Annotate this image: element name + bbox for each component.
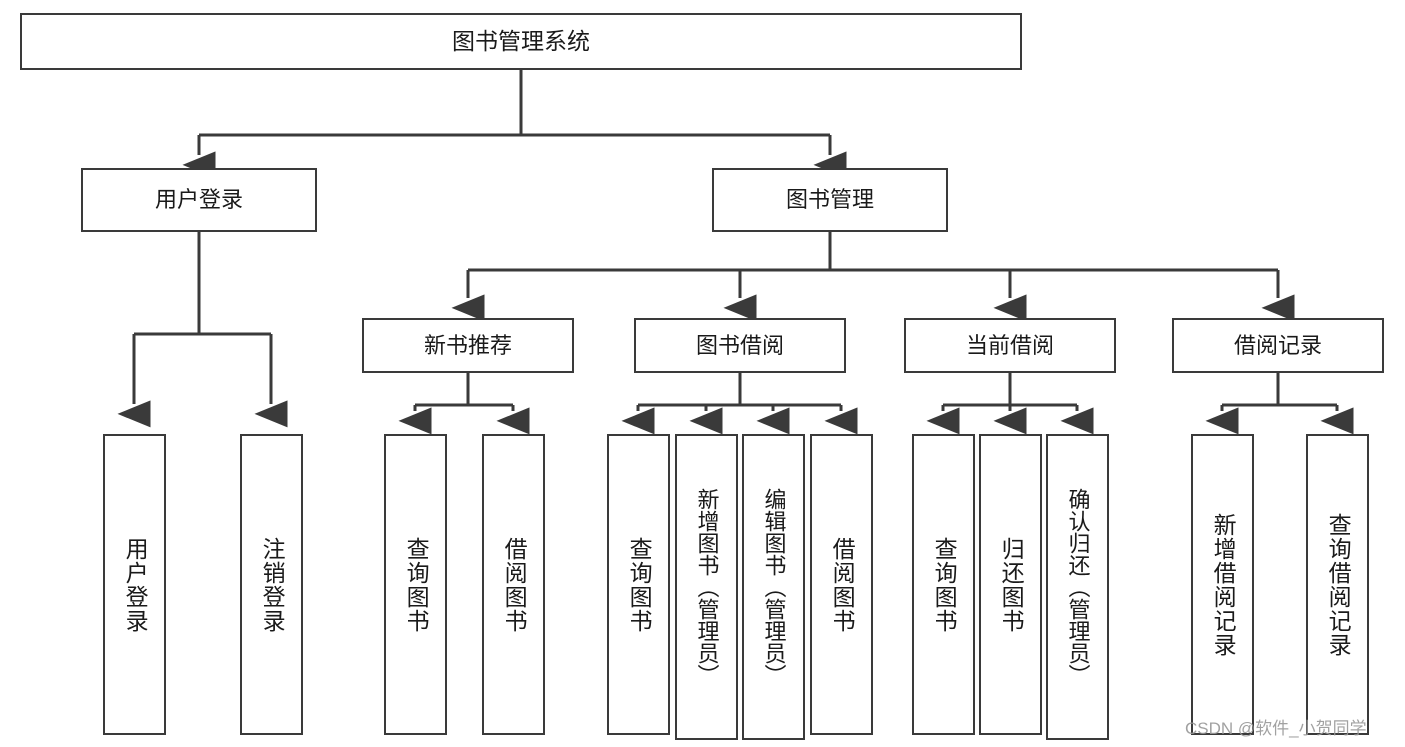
leaf-query-books-borrowing[interactable]: 查询图书 [607, 434, 670, 735]
leaf-return-books[interactable]: 归还图书 [979, 434, 1042, 735]
leaf-logout[interactable]: 注销登录 [240, 434, 303, 735]
node-label: 图书借阅 [695, 332, 784, 358]
node-label: 新增图书（管理员） [694, 488, 720, 686]
node-label: 注销登录 [259, 536, 286, 633]
leaf-user-login[interactable]: 用户登录 [103, 434, 166, 735]
watermark-text: CSDN @软件_小贺同学 [1185, 719, 1367, 738]
leaf-add-book-admin[interactable]: 新增图书（管理员） [675, 434, 738, 740]
node-new-book-recommendation[interactable]: 新书推荐 [362, 318, 574, 373]
node-label: 用户登录 [154, 187, 243, 213]
node-label: 归还图书 [998, 536, 1025, 633]
leaf-edit-book-admin[interactable]: 编辑图书（管理员） [742, 434, 805, 740]
node-label: 查询图书 [403, 536, 430, 633]
node-label: 借阅记录 [1233, 332, 1322, 358]
leaf-add-borrow-record[interactable]: 新增借阅记录 [1191, 434, 1254, 735]
node-root-book-management-system[interactable]: 图书管理系统 [20, 13, 1022, 70]
node-borrowing-records[interactable]: 借阅记录 [1172, 318, 1384, 373]
node-label: 用户登录 [122, 536, 149, 633]
node-user-login[interactable]: 用户登录 [81, 168, 317, 232]
leaf-query-borrow-record[interactable]: 查询借阅记录 [1306, 434, 1369, 735]
node-label: 查询图书 [931, 536, 958, 633]
node-label: 编辑图书（管理员） [761, 488, 787, 686]
node-book-management[interactable]: 图书管理 [712, 168, 948, 232]
node-label: 当前借阅 [965, 332, 1054, 358]
leaf-borrow-books-borrowing[interactable]: 借阅图书 [810, 434, 873, 735]
node-label: 确认归还（管理员） [1065, 488, 1091, 686]
node-label: 图书管理 [785, 187, 874, 213]
node-current-borrowing[interactable]: 当前借阅 [904, 318, 1116, 373]
leaf-query-books-current[interactable]: 查询图书 [912, 434, 975, 735]
node-label: 借阅图书 [501, 536, 528, 633]
node-label: 查询借阅记录 [1325, 512, 1352, 657]
node-label: 图书管理系统 [452, 27, 590, 54]
node-label: 新增借阅记录 [1210, 512, 1237, 657]
node-label: 查询图书 [626, 536, 653, 633]
leaf-query-books-recommendation[interactable]: 查询图书 [384, 434, 447, 735]
node-label: 新书推荐 [423, 332, 512, 358]
leaf-confirm-return-admin[interactable]: 确认归还（管理员） [1046, 434, 1109, 740]
leaf-borrow-books-recommendation[interactable]: 借阅图书 [482, 434, 545, 735]
node-label: 借阅图书 [829, 536, 856, 633]
node-book-borrowing[interactable]: 图书借阅 [634, 318, 846, 373]
